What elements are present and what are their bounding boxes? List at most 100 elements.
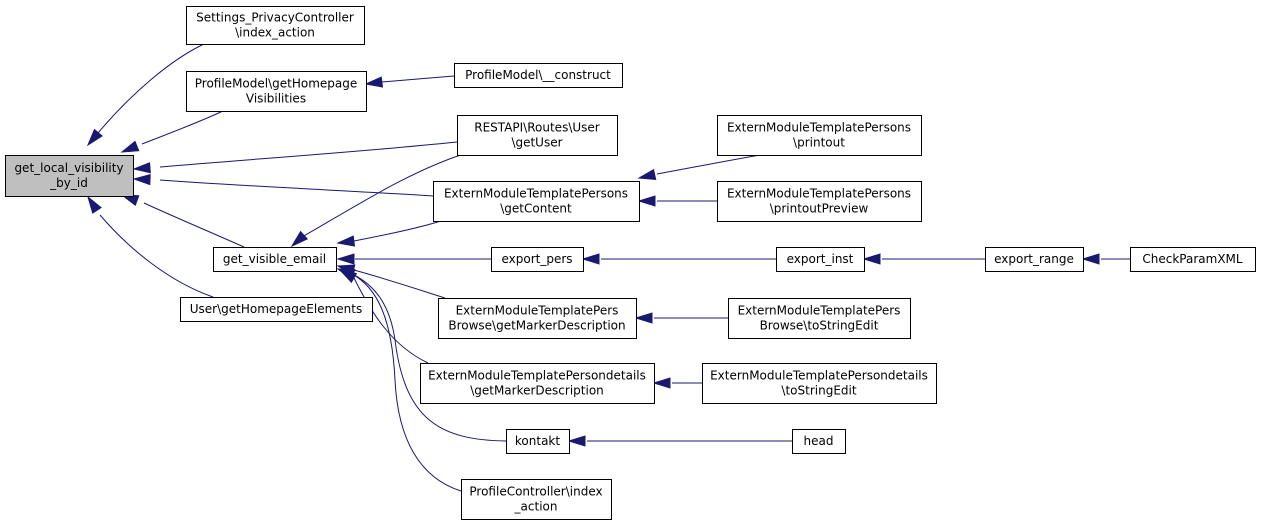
- graph-node-n19[interactable]: head: [792, 429, 846, 454]
- arrowhead-icon: [634, 312, 653, 324]
- node-box: [702, 363, 937, 404]
- graph-node-n7[interactable]: ExternModuleTemplatePersons\printoutPrev…: [717, 181, 922, 222]
- node-label-line: RESTAPI\Routes\User: [474, 121, 600, 135]
- node-box: [186, 71, 367, 112]
- graph-edges: [86, 43, 1130, 492]
- edge-line: [301, 151, 471, 238]
- graph-node-n10[interactable]: export_inst: [776, 247, 865, 272]
- node-box: [457, 115, 618, 156]
- node-box: [433, 181, 640, 222]
- edge-n10-n9: [581, 253, 776, 265]
- node-label-line: \toStringEdit: [781, 384, 856, 398]
- node-box: [792, 429, 846, 454]
- graph-node-n1[interactable]: Settings_PrivacyController\index_action: [186, 6, 365, 45]
- node-label-line: \getUser: [511, 136, 562, 150]
- arrowhead-icon: [862, 253, 881, 265]
- graph-node-n17[interactable]: ExternModuleTemplatePersondetails\toStri…: [702, 363, 937, 404]
- edge-n19-n18: [567, 435, 792, 447]
- edge-line: [99, 214, 214, 298]
- node-box: [454, 63, 623, 88]
- graph-node-n8[interactable]: get_visible_email: [213, 247, 337, 272]
- edge-line: [159, 179, 434, 197]
- node-box: [776, 247, 865, 272]
- edge-n7-n6: [637, 195, 717, 207]
- node-label-line: get_local_visibility: [14, 161, 123, 175]
- graph-node-n3[interactable]: ProfileModel\__construct: [454, 63, 623, 88]
- node-box: [506, 429, 570, 454]
- node-label-line: Settings_PrivacyController: [196, 11, 354, 25]
- edge-n6-n8: [336, 219, 445, 247]
- arrowhead-icon: [290, 230, 309, 248]
- node-box: [186, 6, 365, 45]
- edge-n4-n8: [290, 151, 471, 248]
- edge-n11-n10: [862, 253, 985, 265]
- graph-node-n11[interactable]: export_range: [985, 247, 1084, 272]
- node-label-line: \getContent: [500, 202, 572, 216]
- arrowhead-icon: [652, 377, 671, 389]
- arrowhead-icon: [87, 195, 102, 214]
- node-label-line: CheckParamXML: [1142, 252, 1243, 266]
- graph-node-n15[interactable]: ExternModuleTemplatePersBrowse\toStringE…: [728, 298, 911, 339]
- edge-n8-n0: [120, 194, 245, 248]
- edge-line: [143, 202, 245, 248]
- node-box: [717, 115, 922, 156]
- node-label-line: ProfileModel\__construct: [465, 68, 611, 82]
- edge-line: [141, 109, 226, 145]
- edge-n20-n8: [336, 268, 462, 492]
- node-label-line: ExternModuleTemplatePers: [456, 304, 619, 318]
- node-label-line: \getMarkerDescription: [470, 384, 604, 398]
- node-label-line: export_pers: [501, 252, 572, 266]
- node-label-line: ExternModuleTemplatePersons: [727, 187, 911, 201]
- arrowhead-icon: [336, 235, 356, 247]
- graph-node-n9[interactable]: export_pers: [491, 247, 584, 272]
- edge-n15-n14: [634, 312, 728, 324]
- node-label-line: \index_action: [235, 26, 315, 40]
- graph-node-n4[interactable]: RESTAPI\Routes\User\getUser: [457, 115, 618, 156]
- edge-line: [351, 273, 507, 442]
- node-label-line: ExternModuleTemplatePers: [738, 304, 901, 318]
- edge-n1-n0: [86, 43, 205, 147]
- node-label-line: ExternModuleTemplatePersons: [444, 187, 628, 201]
- node-label-line: export_inst: [787, 252, 854, 266]
- node-box: [180, 297, 373, 322]
- edge-line: [351, 273, 462, 492]
- arrowhead-icon: [336, 268, 356, 280]
- node-box: [420, 363, 655, 404]
- node-label-line: Browse\toStringEdit: [760, 319, 879, 333]
- graph-node-n6[interactable]: ExternModuleTemplatePersons\getContent: [433, 181, 640, 222]
- node-label-line: export_range: [994, 252, 1074, 266]
- edge-n9-n8: [336, 253, 491, 265]
- arrowhead-icon: [364, 76, 384, 88]
- edge-n2-n0: [120, 109, 226, 153]
- node-label-line: ExternModuleTemplatePersondetails: [428, 369, 646, 383]
- edge-line: [353, 219, 445, 242]
- arrowhead-icon: [637, 168, 657, 180]
- edge-line: [159, 141, 458, 168]
- arrowhead-icon: [86, 128, 103, 147]
- node-label-line: ExternModuleTemplatePersons: [727, 121, 911, 135]
- arrowhead-icon: [581, 253, 600, 265]
- node-box: [491, 247, 584, 272]
- graph-node-n14[interactable]: ExternModuleTemplatePersBrowse\getMarker…: [438, 298, 637, 339]
- graph-node-n5[interactable]: ExternModuleTemplatePersons\printout: [717, 115, 922, 156]
- node-box: [985, 247, 1084, 272]
- graph-node-n0[interactable]: get_local_visibility_by_id: [5, 155, 134, 197]
- graph-node-n18[interactable]: kontakt: [506, 429, 570, 454]
- graph-node-n20[interactable]: ProfileController\index_action: [461, 479, 612, 520]
- edge-n6-n0: [132, 173, 434, 197]
- graph-node-n13[interactable]: User\getHomepageElements: [180, 297, 373, 322]
- node-box: [461, 479, 612, 520]
- node-box: [5, 155, 134, 197]
- graph-node-n12[interactable]: CheckParamXML: [1130, 247, 1256, 272]
- node-label-line: ExternModuleTemplatePersondetails: [710, 369, 928, 383]
- node-label-line: User\getHomepageElements: [190, 302, 362, 316]
- node-label-line: \printout: [793, 136, 845, 150]
- graph-node-n16[interactable]: ExternModuleTemplatePersondetails\getMar…: [420, 363, 655, 404]
- node-box: [213, 247, 337, 272]
- arrowhead-icon: [132, 162, 151, 174]
- node-label-line: Browse\getMarkerDescription: [448, 319, 625, 333]
- edge-line: [656, 154, 761, 175]
- arrowhead-icon: [336, 253, 355, 265]
- node-box: [438, 298, 637, 339]
